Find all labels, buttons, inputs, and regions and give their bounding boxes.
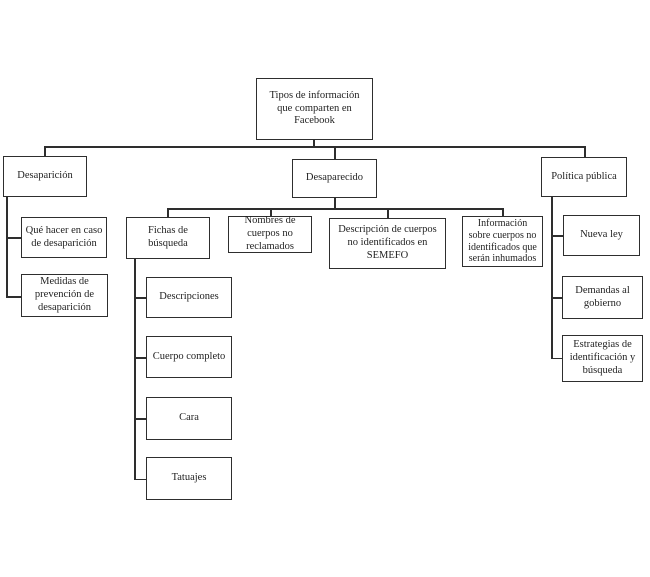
connector-drop-desaparecido xyxy=(334,146,336,159)
connector-drop-politica xyxy=(584,146,586,157)
connector-drop-nombres xyxy=(270,208,272,216)
tick-cara xyxy=(134,418,146,420)
node-informacion-cuerpos-inhumados: Información sobre cuerpos no identificad… xyxy=(462,216,543,267)
tick-nueva-ley xyxy=(551,235,563,237)
tick-tatuajes xyxy=(134,478,146,480)
tick-estrategias xyxy=(551,357,562,359)
node-tipos-de-informacion: Tipos de información que comparten en Fa… xyxy=(256,78,373,140)
bracket-fichas xyxy=(134,259,136,480)
connector-drop-fichas xyxy=(167,208,169,217)
tick-que-hacer xyxy=(6,237,21,239)
bracket-politica xyxy=(551,197,553,359)
connector-desaparecido-stub xyxy=(334,198,336,208)
node-fichas-de-busqueda: Fichas de búsqueda xyxy=(126,217,210,259)
tick-medidas xyxy=(6,296,21,298)
node-desaparicion: Desaparición xyxy=(3,156,87,197)
connector-drop-descripcion xyxy=(387,208,389,218)
connector-drop-desaparicion xyxy=(44,146,46,156)
node-desaparecido: Desaparecido xyxy=(292,159,377,198)
node-cara: Cara xyxy=(146,397,232,440)
node-nombres-cuerpos-no-reclamados: Nombres de cuerpos no reclamados xyxy=(228,215,312,253)
node-que-hacer-en-caso: Qué hacer en caso de desaparición xyxy=(21,217,107,258)
tick-descripciones xyxy=(134,297,146,299)
node-demandas-al-gobierno: Demandas al gobierno xyxy=(562,276,643,319)
node-politica-publica: Política pública xyxy=(541,157,627,197)
connector-level1-horizontal xyxy=(44,146,585,148)
node-cuerpo-completo: Cuerpo completo xyxy=(146,336,232,378)
node-medidas-de-prevencion: Medidas de prevención de desaparición xyxy=(21,274,108,317)
connector-drop-informacion xyxy=(502,208,504,216)
node-nueva-ley: Nueva ley xyxy=(563,215,640,256)
bracket-desaparicion xyxy=(6,197,8,298)
node-estrategias-identificacion: Estrategias de identificación y búsqueda xyxy=(562,335,643,382)
node-tatuajes: Tatuajes xyxy=(146,457,232,500)
node-descripcion-cuerpos-semefo: Descripción de cuerpos no identificados … xyxy=(329,218,446,269)
node-descripciones: Descripciones xyxy=(146,277,232,318)
tick-cuerpo-completo xyxy=(134,357,146,359)
connector-level2-horizontal xyxy=(167,208,504,210)
connector-root-stub xyxy=(313,140,315,147)
tick-demandas xyxy=(551,297,562,299)
